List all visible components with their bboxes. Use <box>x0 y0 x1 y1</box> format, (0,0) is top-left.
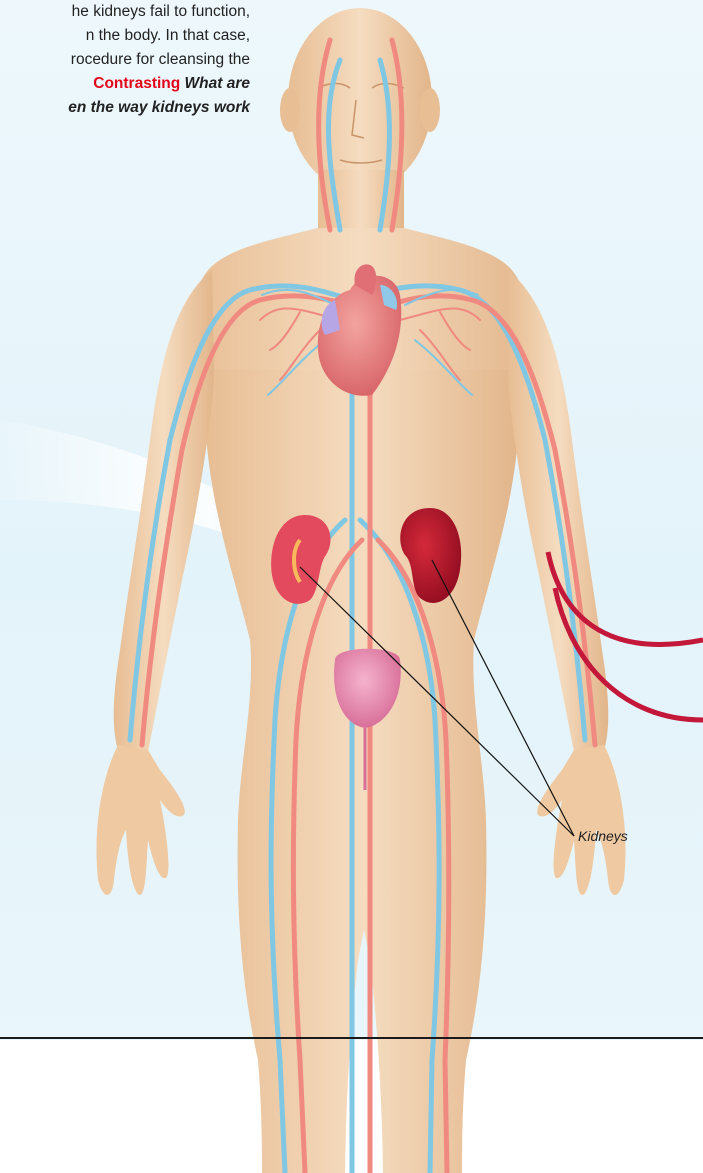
text-line-3: rocedure for cleansing the <box>0 48 250 72</box>
kidneys-label: Kidneys <box>578 828 628 844</box>
body-silhouette <box>96 8 625 1173</box>
contrasting-label: Contrasting <box>93 75 180 92</box>
text-line-5: en the way kidneys work <box>0 96 250 120</box>
text-line-1: he kidneys fail to function, <box>0 0 250 24</box>
question-part-1: What are <box>180 75 250 92</box>
divider-line <box>0 1037 703 1039</box>
text-line-4: Contrasting What are <box>0 72 250 96</box>
body-text: he kidneys fail to function, n the body.… <box>0 0 250 120</box>
text-line-2: n the body. In that case, <box>0 24 250 48</box>
